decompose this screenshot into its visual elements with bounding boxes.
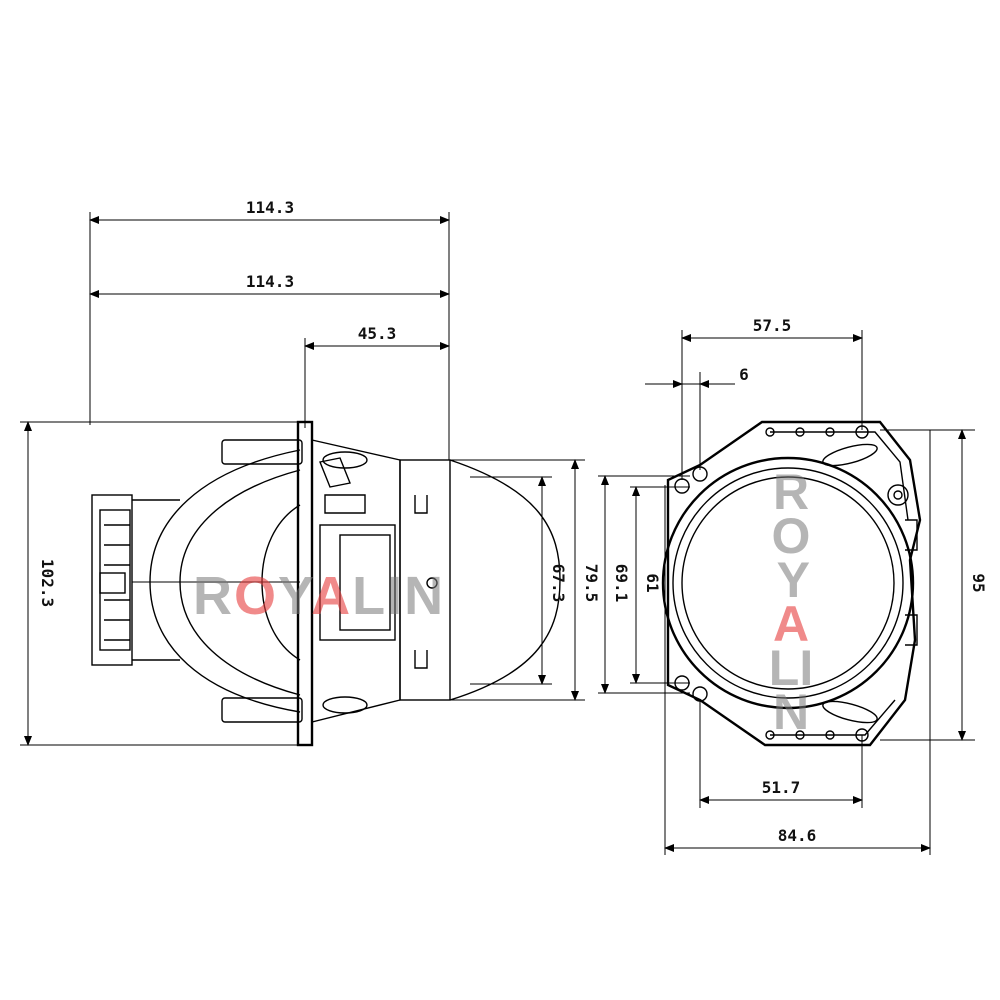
connector-block xyxy=(91,494,133,666)
holder-screw xyxy=(426,577,438,589)
reflector-inner xyxy=(179,469,301,696)
hole-bottom-left-2 xyxy=(692,686,708,702)
hole-top-1 xyxy=(765,427,775,437)
hole-bottom-left xyxy=(674,675,690,691)
front-plate-inner-bottom xyxy=(770,699,896,736)
solenoid-inner xyxy=(339,534,391,631)
dimension-layer: 114.3 114.3 45.3 102.3 67.3 79.5 57.5 6 … xyxy=(24,198,988,852)
dim-lens-depth: 45.3 xyxy=(358,324,397,343)
side-clips xyxy=(905,519,918,646)
dim-top-length-outer: 114.3 xyxy=(246,198,294,217)
hole-top-3 xyxy=(825,427,835,437)
bolt-top xyxy=(221,439,303,465)
hole-top-right xyxy=(855,425,869,439)
hole-bottom-right xyxy=(855,728,869,742)
ring-top xyxy=(322,451,368,469)
dim-front-offset: 6 xyxy=(739,365,749,384)
dim-lens-dia-b: 79.5 xyxy=(582,564,601,603)
bracket-top xyxy=(319,457,366,514)
dim-side-height: 102.3 xyxy=(38,559,57,607)
dim-front-bottom-b: 84.6 xyxy=(778,826,817,845)
lens-dome xyxy=(449,459,561,701)
hole-bottom-1 xyxy=(765,730,775,740)
lens-holder xyxy=(399,459,451,701)
front-view xyxy=(598,330,975,855)
shield-curve xyxy=(261,504,301,661)
lens-ring-outer xyxy=(661,456,915,710)
adjuster-bottom xyxy=(822,700,878,724)
lens-ring-mid xyxy=(672,467,904,699)
projector-body xyxy=(311,439,401,723)
hole-bottom-2 xyxy=(795,730,805,740)
connector-latch xyxy=(99,572,126,594)
hole-bottom-3 xyxy=(825,730,835,740)
side-view xyxy=(20,212,585,747)
adjuster-top xyxy=(822,443,878,467)
dim-front-height-c: 95 xyxy=(969,573,988,592)
dim-top-length-inner: 114.3 xyxy=(246,272,294,291)
dim-front-bottom-a: 51.7 xyxy=(762,778,801,797)
dim-front-height-b: 61 xyxy=(643,573,662,592)
lens-ring-inner xyxy=(681,476,895,690)
pivot-top-inner xyxy=(893,490,903,500)
ring-bottom xyxy=(322,696,368,714)
front-plate xyxy=(666,420,922,747)
dim-front-height-a: 69.1 xyxy=(612,564,631,603)
front-plate-inner-top xyxy=(770,431,909,521)
hole-top-2 xyxy=(795,427,805,437)
holder-clips xyxy=(414,495,428,669)
hole-top-left xyxy=(674,478,690,494)
pivot-top xyxy=(887,484,909,506)
solenoid xyxy=(319,524,396,641)
dim-front-width: 57.5 xyxy=(753,316,792,335)
dim-lens-dia-a: 67.3 xyxy=(549,564,568,603)
hole-top-left-2 xyxy=(692,466,708,482)
bolt-bottom xyxy=(221,697,303,723)
reflector-outline xyxy=(149,449,301,713)
connector-pins xyxy=(104,524,130,641)
